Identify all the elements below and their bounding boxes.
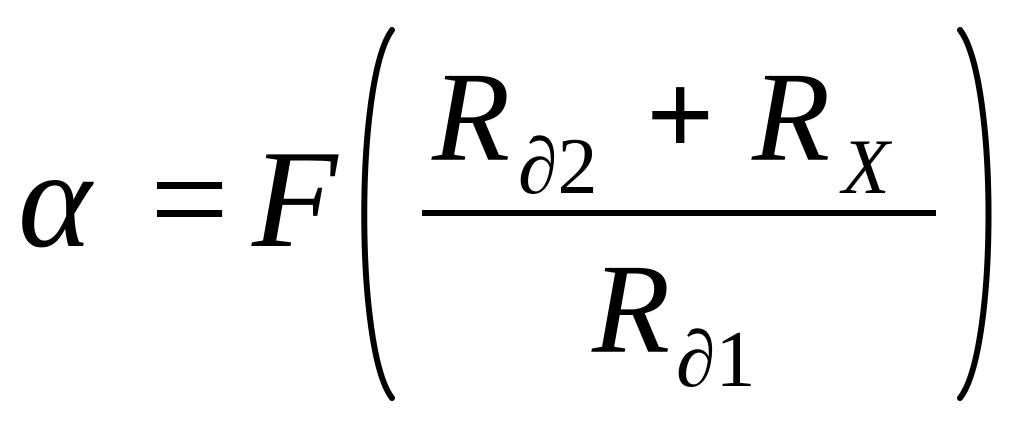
right-parenthesis xyxy=(957,27,992,401)
function-f: F xyxy=(251,122,339,277)
denominator-r-sub: ∂1 xyxy=(676,316,756,404)
alpha-symbol: α xyxy=(18,122,94,277)
denominator-r-base: R xyxy=(591,238,670,380)
numerator-r2-sub: X xyxy=(839,123,893,210)
fraction-bar xyxy=(422,210,936,216)
equals-sign: = xyxy=(150,122,229,277)
plus-sign: + xyxy=(646,48,714,181)
numerator-r1-sub: ∂2 xyxy=(518,123,598,211)
left-parenthesis xyxy=(361,27,395,401)
numerator-r1-base: R xyxy=(431,46,510,188)
numerator-r2-base: R xyxy=(751,46,830,188)
